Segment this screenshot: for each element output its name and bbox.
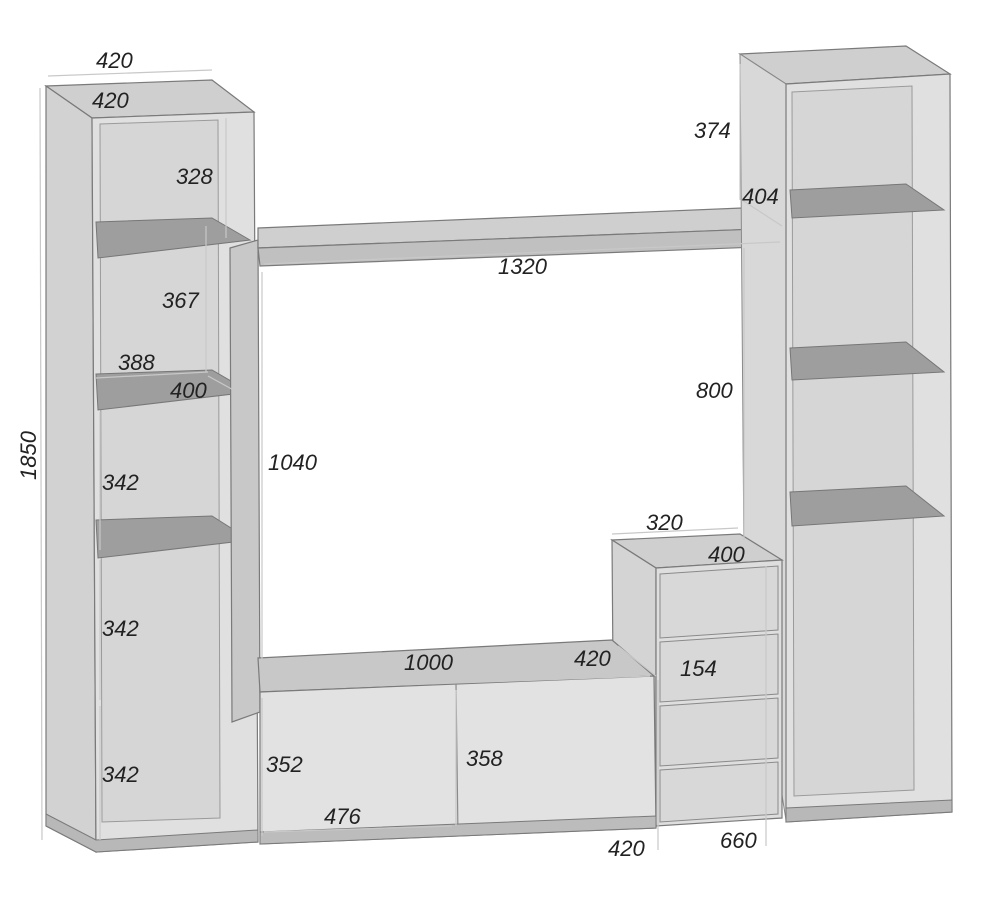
dim-right-top-gap: 374: [694, 118, 731, 143]
dim-tv-stand-height-right: 358: [466, 746, 503, 771]
dim-chest-depth: 400: [708, 542, 745, 567]
dim-left-shelf-1: 328: [176, 164, 213, 189]
right-tower-inner: [791, 85, 915, 797]
dimension-lines: [39, 64, 783, 850]
dim-right-top-depth: 404: [742, 184, 779, 209]
dim-top-bridge-width: 1320: [498, 254, 548, 279]
dim-left-shelf-3: 342: [102, 470, 139, 495]
left-shelf-1: [95, 217, 252, 259]
drawer-chest: [610, 533, 784, 828]
right-tower-plinth: [785, 799, 953, 823]
dim-chest-height: 660: [720, 828, 757, 853]
dim-left-shelf-4: 342: [102, 616, 139, 641]
dim-tv-opening-height: 1040: [268, 450, 318, 475]
dim-left-tower-depth: 420: [92, 88, 129, 113]
dim-bottom-depth: 420: [608, 836, 645, 861]
dim-left-inner-width: 388: [118, 350, 155, 375]
dim-left-tower-width: 420: [96, 48, 133, 73]
dim-tv-stand-width: 1000: [404, 650, 454, 675]
dim-tv-stand-depth: 420: [574, 646, 611, 671]
dim-chest-width: 320: [646, 510, 683, 535]
tv-stand-bottom: [259, 815, 657, 845]
left-tower-inner: [99, 119, 221, 823]
dim-right-panel-height: 800: [696, 378, 733, 403]
left-side-panel: [229, 239, 261, 723]
right-shelf-3: [789, 485, 946, 527]
left-tower-plinth: [45, 813, 259, 853]
dim-tv-stand-section-width: 476: [324, 804, 361, 829]
left-tower: [44, 79, 259, 853]
dim-left-inner-depth: 400: [170, 378, 207, 403]
right-shelf-1: [789, 183, 946, 219]
left-tower-side: [45, 84, 97, 853]
drawer-4: [659, 761, 779, 823]
drawer-3: [659, 697, 779, 767]
drawer-1: [659, 565, 779, 639]
right-shelf-2: [789, 341, 946, 381]
dim-left-shelf-2: 367: [162, 288, 199, 313]
dim-left-tower-height: 1850: [16, 430, 41, 480]
dim-left-shelf-5: 342: [102, 762, 139, 787]
drawer-2: [659, 633, 779, 703]
dim-tv-stand-height-left: 352: [266, 752, 303, 777]
dim-drawer-height: 154: [680, 656, 717, 681]
dimension-labels: 420 420 1850 328 367 388 400 342 342 342…: [16, 48, 779, 861]
